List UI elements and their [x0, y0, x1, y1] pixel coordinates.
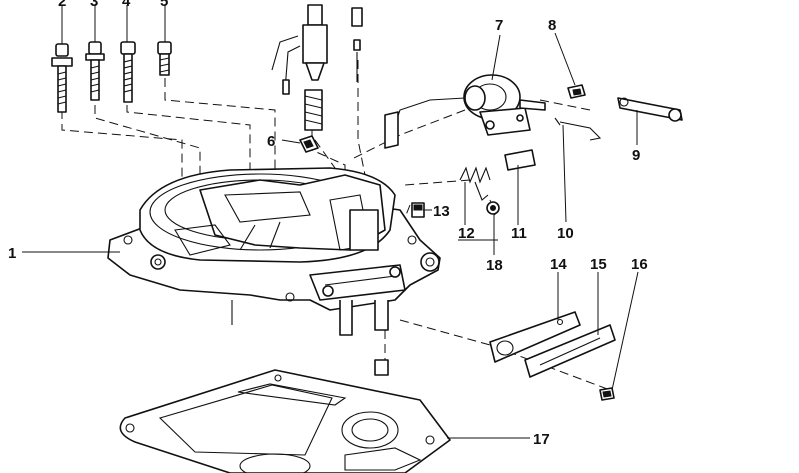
- callout-2: 2: [58, 0, 66, 10]
- callout-12: 12: [458, 225, 475, 242]
- callout-17: 17: [533, 431, 550, 448]
- plug-13: [411, 202, 425, 218]
- sleeve-11: [504, 149, 536, 171]
- screw-bottom: [374, 359, 389, 376]
- plate-14: [489, 311, 581, 363]
- screw-5: [157, 41, 172, 76]
- callout-labels: 2 3 4 5 1 6 7 8 9 10 11 12 13 18 14 15 1…: [8, 0, 648, 448]
- diaphragm-7: [384, 74, 546, 149]
- callout-3: 3: [90, 0, 98, 10]
- carburetor-body-1: [107, 167, 441, 336]
- callout-14: 14: [550, 256, 567, 273]
- callout-13: 13: [433, 203, 450, 220]
- callout-7: 7: [495, 17, 503, 34]
- callout-4: 4: [122, 0, 131, 10]
- screw-16: [599, 387, 615, 401]
- screw-2: [51, 43, 73, 113]
- screw-3: [85, 41, 105, 101]
- callout-1: 1: [8, 245, 16, 262]
- pump-plunger-assembly: [271, 4, 363, 131]
- nut-18: [486, 201, 500, 215]
- nut-8: [567, 84, 586, 99]
- plate-15: [524, 324, 616, 378]
- gasket-17: [119, 369, 451, 473]
- callout-10: 10: [557, 225, 574, 242]
- callout-9: 9: [632, 147, 640, 164]
- screw-4: [120, 41, 136, 103]
- leader-lines: [22, 5, 639, 439]
- callout-6: 6: [267, 133, 275, 150]
- lever-9: [617, 97, 683, 122]
- callout-11: 11: [511, 225, 527, 242]
- jet-6: [299, 135, 319, 153]
- callout-5: 5: [160, 0, 168, 10]
- callout-18: 18: [486, 257, 503, 274]
- spring-clip-10: [554, 117, 602, 141]
- callout-8: 8: [548, 17, 556, 34]
- spring-12: [459, 166, 491, 201]
- callout-15: 15: [590, 256, 607, 273]
- callout-16: 16: [631, 256, 648, 273]
